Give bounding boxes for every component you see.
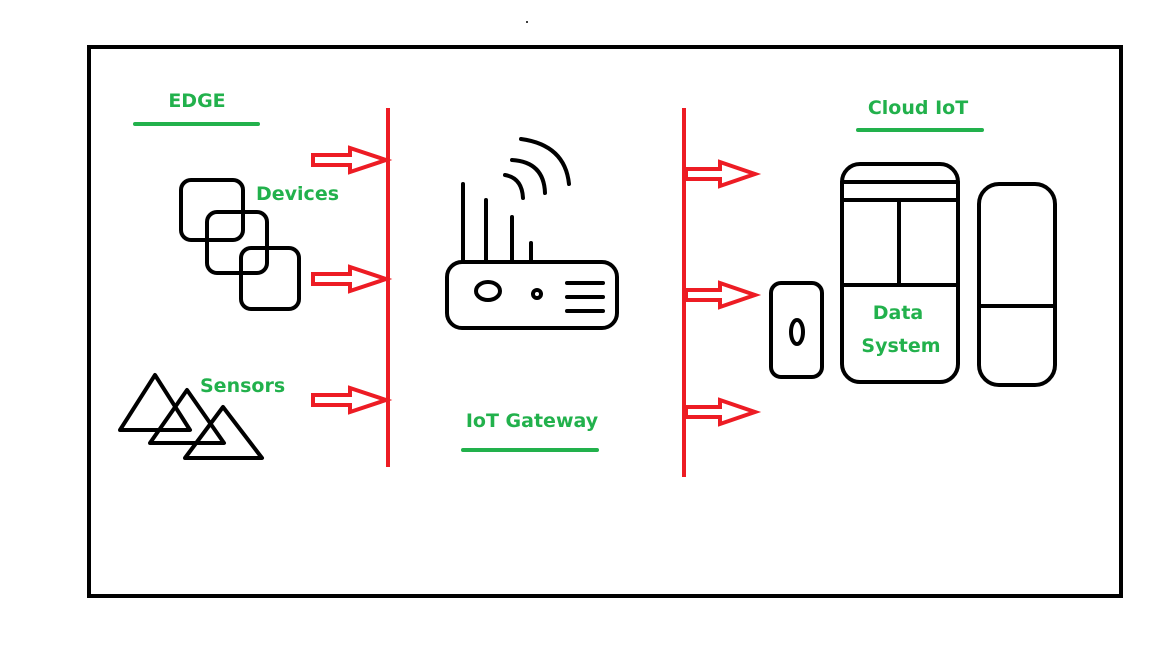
router-icon: [445, 137, 619, 330]
diagram-frame: [87, 45, 1123, 598]
tall-server-icon: [977, 182, 1057, 387]
devices-label: Devices: [256, 183, 339, 205]
edge-to-gateway-arrow-3: [311, 385, 393, 415]
gateway-to-cloud-arrow-3: [684, 397, 762, 427]
data-system-server-icon: [840, 162, 960, 384]
wifi-arc-small: [503, 173, 525, 200]
gateway-to-cloud-arrow-1: [684, 159, 762, 189]
cloud-title: Cloud IoT: [868, 97, 968, 119]
gateway-to-cloud-arrow-2: [684, 280, 762, 310]
sensors-icon: [118, 373, 264, 460]
devices-icon: [179, 178, 301, 311]
edge-to-gateway-arrow-1: [311, 145, 393, 175]
data-system-label-line1: Data: [873, 302, 924, 324]
edge-to-gateway-arrow-2: [311, 264, 393, 294]
stray-dot: [526, 21, 528, 23]
small-server-icon: [769, 281, 824, 379]
sensors-label: Sensors: [200, 375, 285, 397]
edge-section: EDGE Devices Sensors: [118, 90, 339, 460]
data-system-label-line2: System: [861, 335, 940, 357]
gateway-title: IoT Gateway: [466, 410, 599, 432]
edge-title: EDGE: [168, 90, 225, 112]
